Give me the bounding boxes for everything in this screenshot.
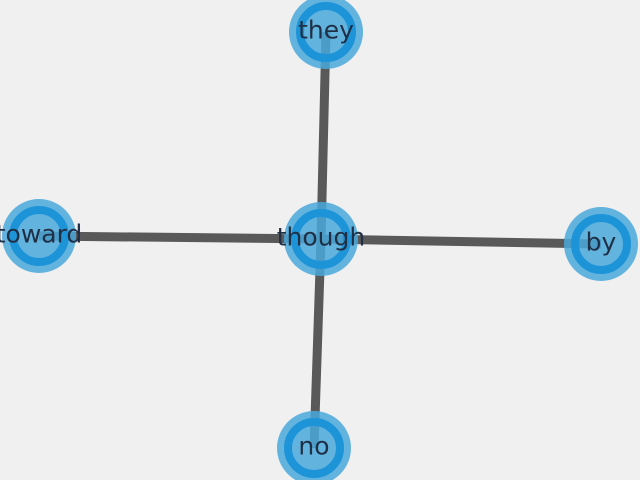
node-label: though <box>277 223 366 252</box>
node-they[interactable]: they <box>289 0 363 69</box>
node-though[interactable]: though <box>277 202 366 276</box>
node-no[interactable]: no <box>277 411 351 480</box>
node-label: by <box>586 228 617 257</box>
node-ring <box>571 214 631 274</box>
node-toward[interactable]: toward <box>0 199 82 273</box>
edge-though-by <box>320 234 602 249</box>
edge-though-toward <box>38 231 322 244</box>
node-by[interactable]: by <box>564 207 638 281</box>
node-ring <box>284 418 344 478</box>
node-label: no <box>298 432 329 461</box>
node-ring <box>291 209 351 269</box>
node-ring <box>9 206 69 266</box>
node-label: they <box>298 16 354 45</box>
node-label: toward <box>0 220 82 249</box>
node-ring <box>296 2 356 62</box>
